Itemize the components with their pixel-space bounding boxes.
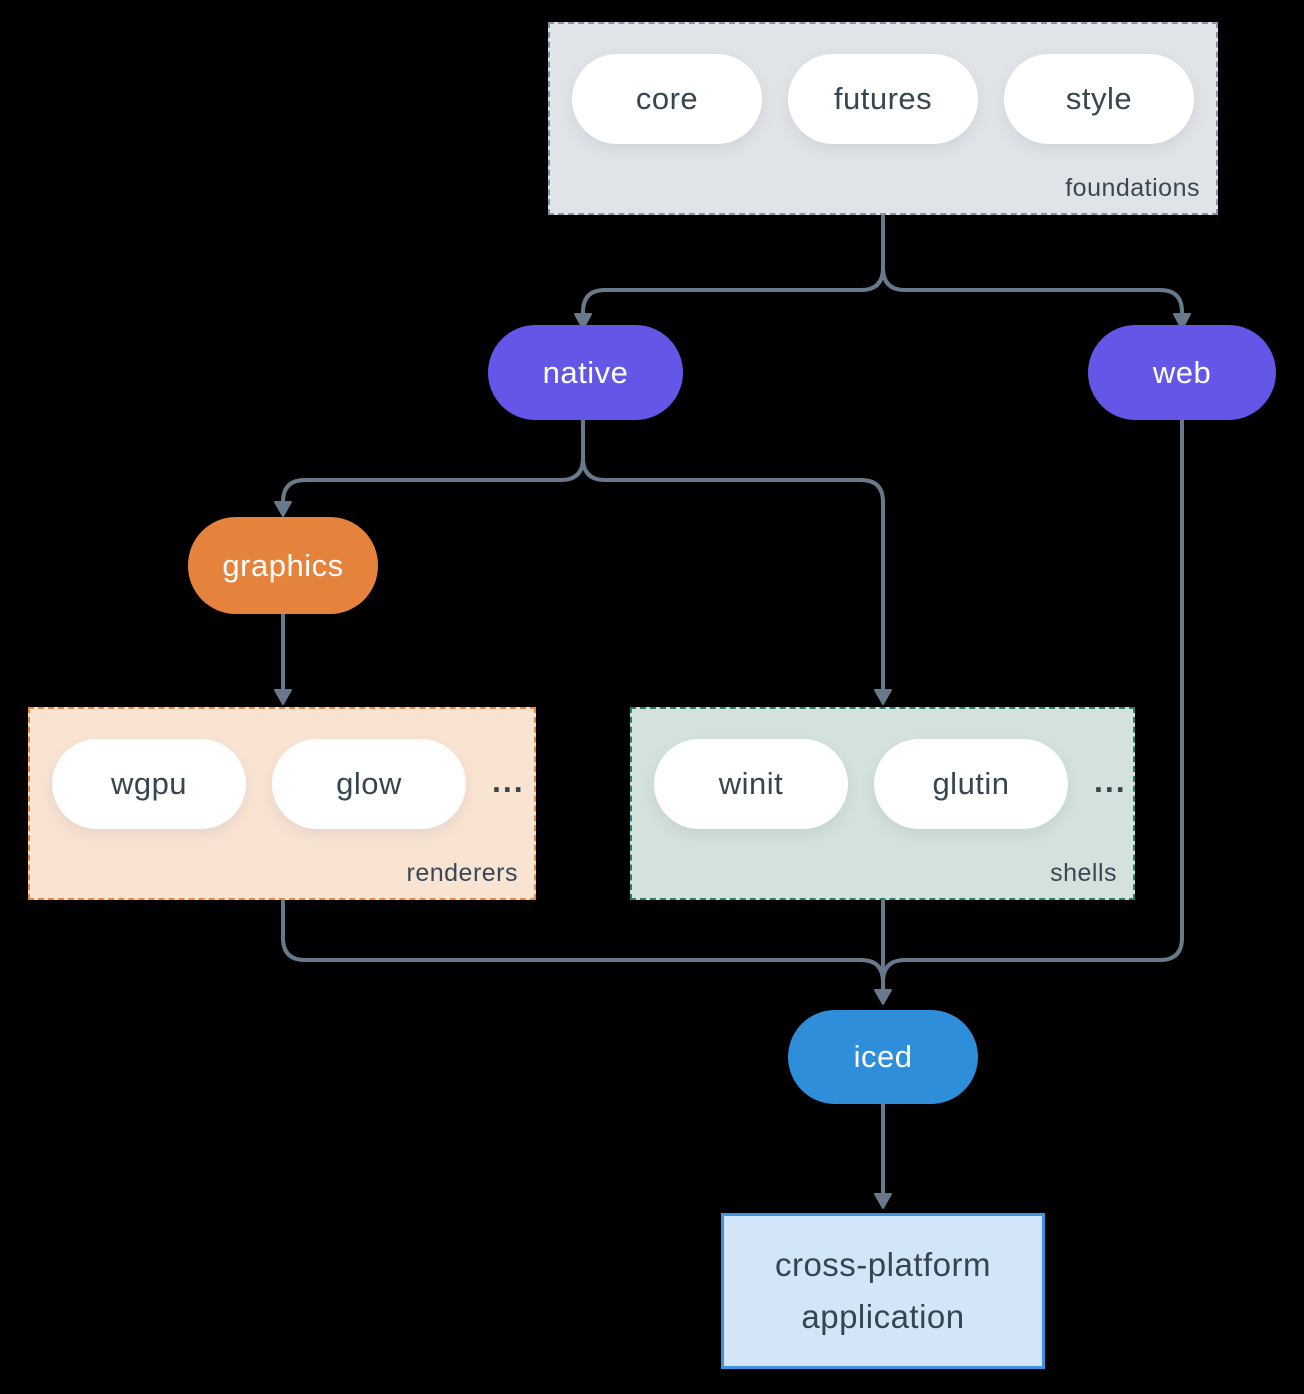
edge-foundations-web [881, 214, 1184, 318]
application-label-line1: cross-platform [774, 1246, 992, 1283]
edge-foundations-native [581, 214, 885, 318]
node-web-label: web [1152, 354, 1212, 390]
node-native: native [488, 325, 683, 420]
pill-wgpu-label: wgpu [110, 766, 188, 801]
pill-winit-label: winit [718, 766, 784, 801]
pill-glutin-label: glutin [932, 766, 1010, 801]
pill-wgpu: wgpu [52, 739, 246, 829]
pill-glutin: glutin [874, 739, 1068, 829]
arrowhead-graphics [274, 501, 292, 517]
pill-futures: futures [788, 54, 978, 144]
pill-winit: winit [654, 739, 848, 829]
foundations-pill-row: core futures style [550, 24, 1216, 144]
edge-native-graphics [281, 418, 585, 506]
application-label-line2: application [801, 1298, 965, 1335]
pill-style-label: style [1065, 81, 1133, 116]
application-box: cross-platform application [721, 1213, 1045, 1369]
edge-renderers-iced [281, 899, 885, 992]
shells-pill-row: winit glutin ... [632, 709, 1133, 829]
pill-glow-label: glow [336, 766, 402, 801]
renderers-group: wgpu glow ... renderers [28, 707, 536, 900]
pill-core-label: core [635, 81, 699, 116]
node-web: web [1088, 325, 1276, 420]
renderers-pill-row: wgpu glow ... [30, 709, 534, 829]
pill-style: style [1004, 54, 1194, 144]
shells-group-label: shells [1050, 859, 1117, 887]
shells-ellipsis: ... [1094, 762, 1127, 799]
node-graphics-label: graphics [222, 547, 344, 583]
arrowhead-application [874, 1193, 892, 1209]
pill-glow: glow [272, 739, 466, 829]
edge-native-shells [581, 418, 885, 692]
arrowhead-iced [874, 989, 892, 1005]
renderers-ellipsis: ... [492, 762, 525, 799]
foundations-group-label: foundations [1065, 174, 1200, 202]
pill-core: core [572, 54, 762, 144]
node-iced-label: iced [853, 1039, 913, 1074]
foundations-group: core futures style foundations [548, 22, 1218, 215]
node-native-label: native [542, 354, 629, 390]
node-iced: iced [788, 1010, 978, 1104]
shells-group: winit glutin ... shells [630, 707, 1135, 900]
edge-web-iced [881, 418, 1184, 992]
pill-futures-label: futures [833, 81, 933, 116]
arrowhead-shells [874, 689, 892, 705]
node-graphics: graphics [188, 517, 378, 614]
renderers-group-label: renderers [406, 859, 518, 887]
arrowhead-renderers [274, 689, 292, 705]
